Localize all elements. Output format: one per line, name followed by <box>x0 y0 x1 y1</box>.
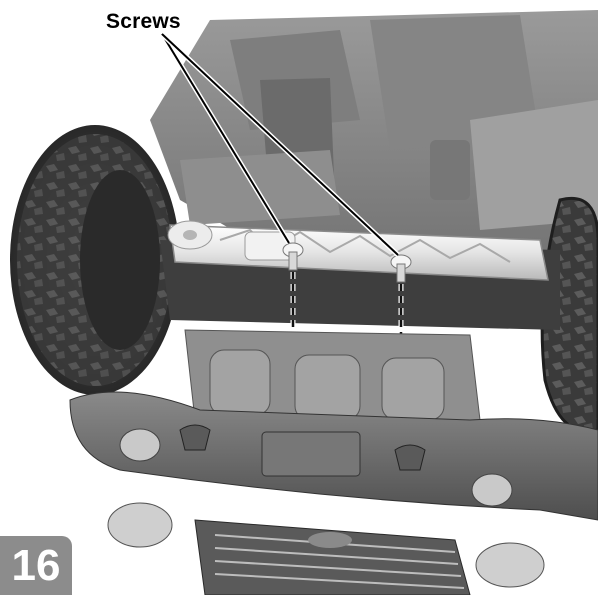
front-panel <box>184 329 481 421</box>
vehicle-chassis <box>150 10 598 300</box>
screw-right <box>390 254 412 283</box>
support-bar <box>167 220 549 281</box>
grille <box>107 502 545 595</box>
screws-callout-lines <box>159 32 400 257</box>
step-number-badge: 16 <box>0 536 72 595</box>
left-tire <box>10 125 180 395</box>
screws-label: Screws <box>106 10 181 33</box>
screw-left <box>282 242 304 271</box>
front-bumper <box>69 391 598 521</box>
